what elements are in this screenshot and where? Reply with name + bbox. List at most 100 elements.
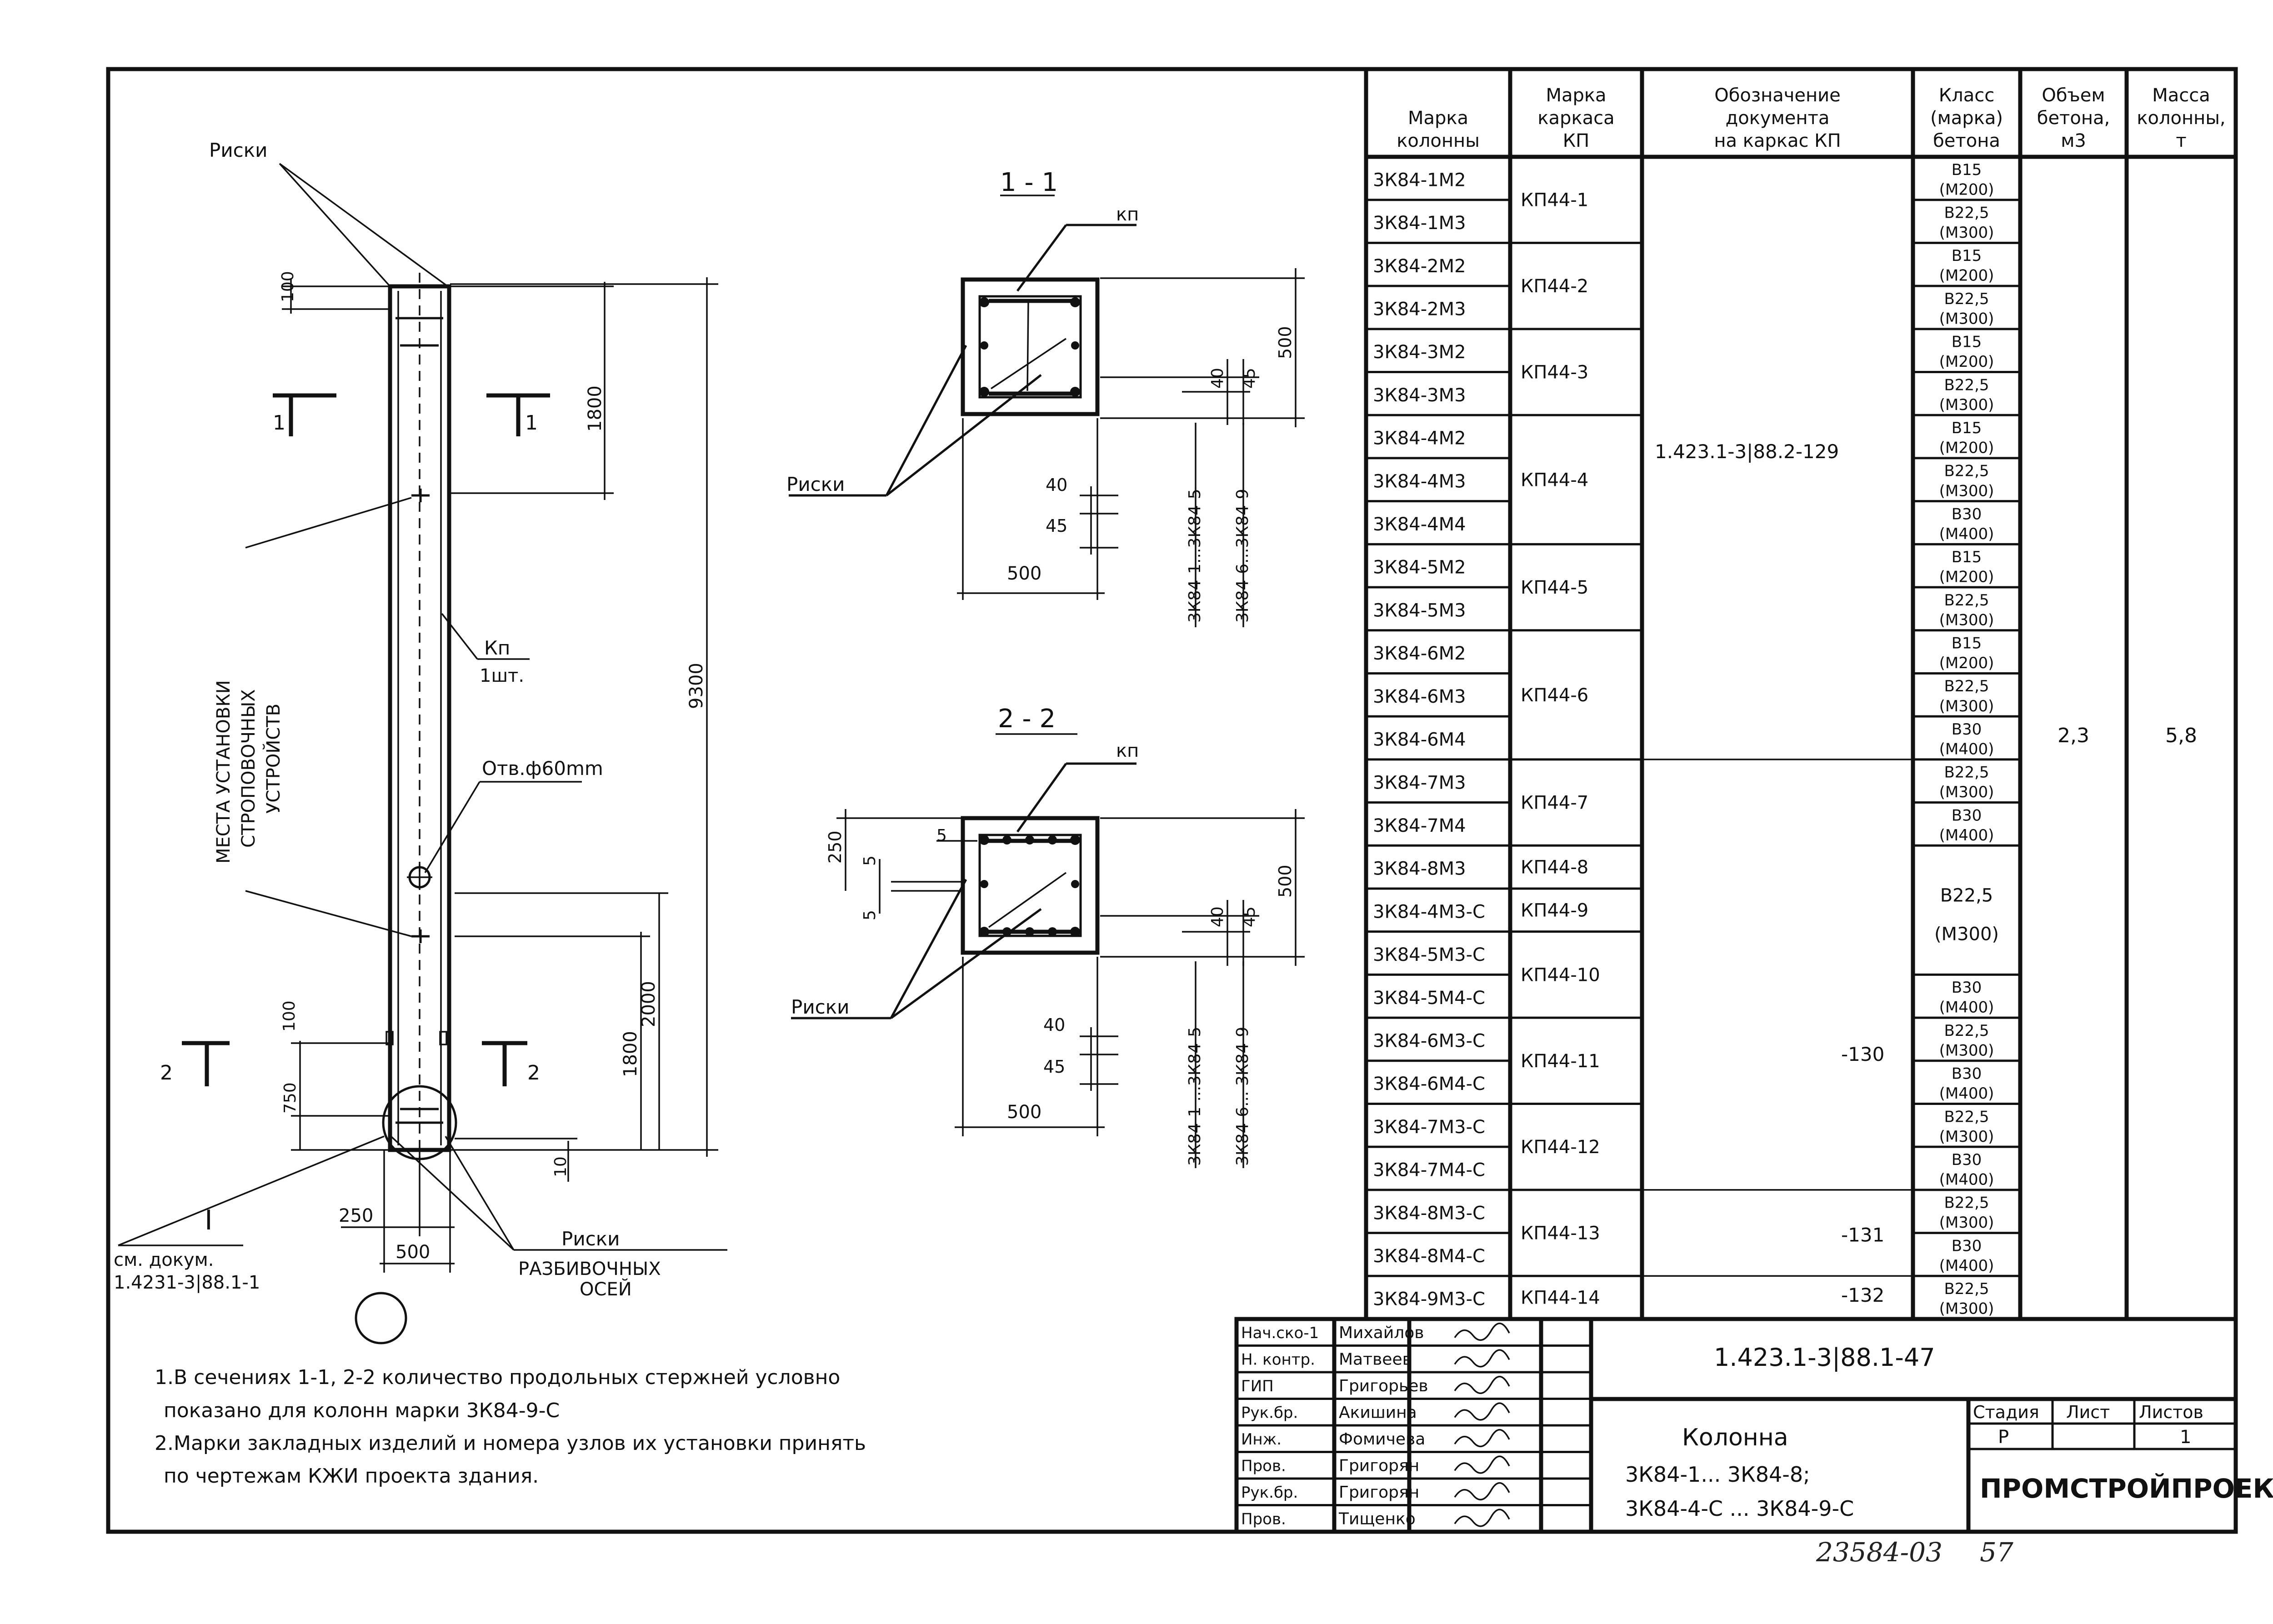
concrete-class: В15: [1952, 333, 1982, 351]
section-1-range-b: 3К84-6...3К84-9: [1233, 489, 1252, 623]
stamp-role: Рук.бр.: [1241, 1484, 1298, 1502]
concrete-grade: (М300): [1939, 482, 1994, 500]
concrete-class: В30: [1952, 505, 1982, 523]
stamp-role: Нач.ско-1: [1241, 1324, 1319, 1342]
concrete-grade: (М200): [1939, 568, 1994, 586]
riski-bottom-label: Риски: [561, 1228, 620, 1250]
kp-mark: КП44-5: [1521, 577, 1588, 598]
razb-line-2: ОСЕЙ: [580, 1278, 632, 1300]
sheet-frame: [106, 67, 2238, 1534]
section-1-left: 1: [273, 411, 285, 435]
section-2-range-a: 3К84-1 ...3К84-5: [1186, 1027, 1204, 1166]
kp-mark: КП44-13: [1521, 1223, 1600, 1244]
table-header-text: бетона,: [2037, 108, 2110, 129]
dim-2000: 2000: [638, 981, 659, 1027]
dim-750: 750: [281, 1082, 300, 1114]
doc-131: -131: [1841, 1224, 1884, 1246]
stamp-role: Н. контр.: [1241, 1351, 1315, 1369]
column-mark: 3К84-6М4-С: [1373, 1074, 1485, 1094]
column-mark: 3К84-6М3: [1373, 686, 1466, 707]
kp-mark: КП44-1: [1521, 190, 1588, 211]
section-2-riski: Риски: [791, 996, 849, 1018]
signature-scribble: [1454, 1402, 1510, 1421]
column-texts: Риски 100 1800 9300 1 1 2 2 Кп 1шт. Отв.…: [114, 139, 707, 1300]
table-header-text: колонны: [1397, 130, 1480, 151]
concrete-grade: (М200): [1939, 180, 1994, 199]
column-mark: 3К84-3М2: [1373, 342, 1466, 363]
section-1-1: 1 - 1 кп Риски 500 40 45 40 45 500 3К84-…: [786, 168, 1305, 627]
column-mark: 3К84-8М3-С: [1373, 1203, 1485, 1224]
table-header-text: Марка: [1408, 108, 1468, 129]
concrete-class: В30: [1952, 1237, 1982, 1255]
doc-130: -130: [1841, 1043, 1884, 1065]
table-header-text: КП: [1563, 130, 1589, 151]
rotated-label-2: СТРОПОВОЧНЫХ: [238, 689, 259, 848]
column-mark: 3К84-2М2: [1373, 256, 1466, 277]
section-1-dim-500-v: 500: [1275, 326, 1295, 359]
concrete-grade: (М400): [1939, 740, 1994, 758]
concrete-class: В30: [1952, 806, 1982, 824]
ref-line-2: 1.4231-3|88.1-1: [114, 1272, 260, 1293]
concrete-volume: 2,3: [2058, 724, 2089, 747]
section-2-dim-500-h: 500: [1007, 1102, 1041, 1123]
concrete-class: В22,5: [1944, 376, 1989, 394]
page-number: 57: [1980, 1537, 2013, 1568]
signature-scribble: [1454, 1375, 1510, 1394]
concrete-grade: (М400): [1939, 1084, 1994, 1103]
column-mark: 3К84-6М2: [1373, 643, 1466, 664]
dim-500: 500: [396, 1242, 430, 1263]
concrete-class: В22,5: [1944, 204, 1989, 222]
section-2-right: 2: [527, 1061, 540, 1084]
kp-mark: КП44-14: [1521, 1288, 1600, 1309]
concrete-class: В15: [1952, 247, 1982, 265]
concrete-class: В22,5: [1944, 1280, 1989, 1298]
note-1a: 1.В сечениях 1-1, 2-2 количество продоль…: [155, 1366, 840, 1389]
dim-1800-bottom: 1800: [620, 1031, 641, 1077]
stamp-sub-1: 3К84-1... 3К84-8;: [1625, 1462, 1810, 1487]
concrete-grade: (М400): [1939, 826, 1994, 844]
column-mark: 3К84-4М3: [1373, 471, 1466, 492]
signature-scribble: [1454, 1509, 1510, 1527]
concrete-class: В15: [1952, 635, 1982, 653]
signature-scribble: [1454, 1429, 1510, 1448]
section-2-dim-500-v: 500: [1275, 864, 1295, 898]
column-mark: 3К84-7М3-С: [1373, 1117, 1485, 1138]
kp-mark: КП44-3: [1521, 362, 1588, 383]
concrete-class: В30: [1952, 1151, 1982, 1169]
concrete-grade: (М400): [1939, 999, 1994, 1017]
section-2-dim-45-h: 45: [1043, 1057, 1065, 1077]
concrete-class: В15: [1952, 548, 1982, 566]
signature-scribble: [1454, 1482, 1510, 1501]
concrete-class: В22,5: [1944, 677, 1989, 695]
org-name: ПРОМСТРОЙПРОЕКТ: [1980, 1473, 2273, 1504]
section-1-kp: кп: [1116, 204, 1139, 225]
concrete-grade: (М200): [1939, 439, 1994, 457]
kp-mark: КП44-4: [1521, 470, 1588, 490]
table-header-text: бетона: [1933, 130, 2000, 151]
stamp-name: Матвеев: [1339, 1350, 1412, 1369]
section-2-dim-250: 250: [825, 830, 845, 864]
stamp-role: Инж.: [1241, 1430, 1282, 1449]
section-2-dim-5b: 5: [861, 910, 879, 920]
concrete-grade: (М200): [1939, 654, 1994, 672]
section-1-title: 1 - 1: [1000, 168, 1058, 197]
column-mark: 3К84-7М3: [1373, 772, 1466, 793]
specification-table: МаркаколонныМаркакаркасаКПОбозначениедок…: [1364, 67, 2238, 1321]
dim-9300: 9300: [686, 663, 707, 709]
column-mark: 3К84-8М3: [1373, 859, 1466, 879]
concrete-class: В15: [1952, 419, 1982, 437]
stamp-role: Пров.: [1241, 1510, 1286, 1529]
concrete-grade: (М300): [1939, 1041, 1994, 1059]
column-mark: 3К84-5М4-С: [1373, 988, 1485, 1009]
stamp-role: ГИП: [1241, 1377, 1274, 1395]
table-header-text: колонны,: [2137, 108, 2225, 129]
concrete-class: В22,5: [1944, 591, 1989, 610]
column-mark: 3К84-4М4: [1373, 514, 1466, 535]
note-2a: 2.Марки закладных изделий и номера узлов…: [155, 1432, 866, 1455]
dim-10: 10: [551, 1156, 570, 1177]
stage-value: Р: [1998, 1427, 2009, 1448]
stamp-role: Пров.: [1241, 1457, 1286, 1475]
kp-mark: КП44-6: [1521, 685, 1588, 706]
section-2-kp: кп: [1116, 740, 1139, 761]
